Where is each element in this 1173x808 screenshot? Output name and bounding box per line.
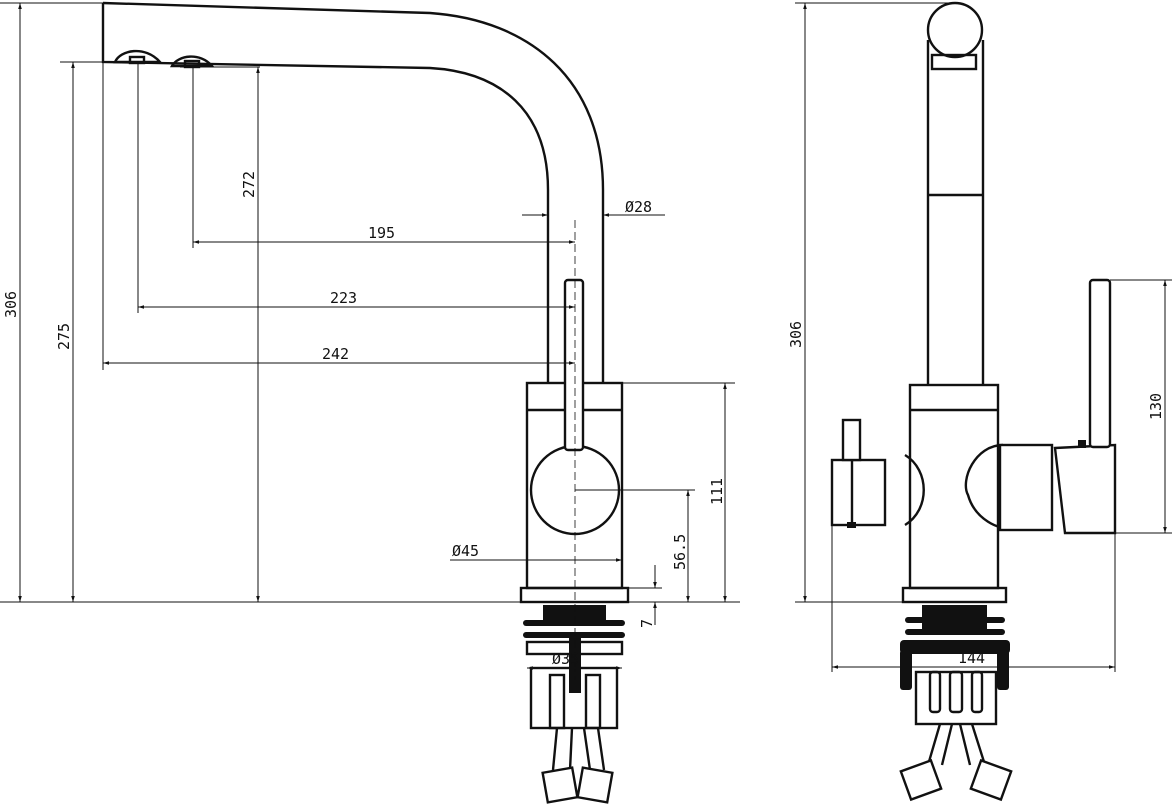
- dim-mount-diameter: Ø35: [552, 650, 579, 668]
- dim-second-outlet-height: 272: [240, 171, 258, 198]
- front-view: 306 130 144: [787, 1, 1172, 802]
- dim-reach-195: 195: [368, 224, 395, 242]
- dim-spout-diameter: Ø28: [625, 198, 652, 216]
- left-cartridge: [830, 418, 887, 528]
- dim-reach-223: 223: [330, 289, 357, 307]
- dim-overall-width: 144: [958, 649, 985, 667]
- dim-total-height: 306: [2, 291, 20, 318]
- lever: [563, 278, 585, 452]
- spout: [101, 1, 605, 383]
- dim-body-diameter: Ø45: [452, 542, 479, 560]
- dim-base-thickness: 7: [638, 619, 656, 628]
- dim-reach-242: 242: [322, 345, 349, 363]
- side-view: 306 275 272 195 223 242 Ø28 Ø45 111 56.5…: [0, 1, 740, 804]
- dim-body-height: 111: [708, 478, 726, 505]
- dim-spout-outlet-height: 275: [55, 323, 73, 350]
- dim-front-total-height: 306: [787, 321, 805, 348]
- mounting-hardware: [523, 605, 625, 804]
- body: [519, 278, 630, 604]
- right-handle: [998, 278, 1117, 535]
- dim-lever-height: 130: [1147, 393, 1165, 420]
- dim-handle-axis-height: 56.5: [671, 534, 689, 570]
- lever: [1088, 278, 1112, 449]
- mounting-hardware: [899, 605, 1013, 802]
